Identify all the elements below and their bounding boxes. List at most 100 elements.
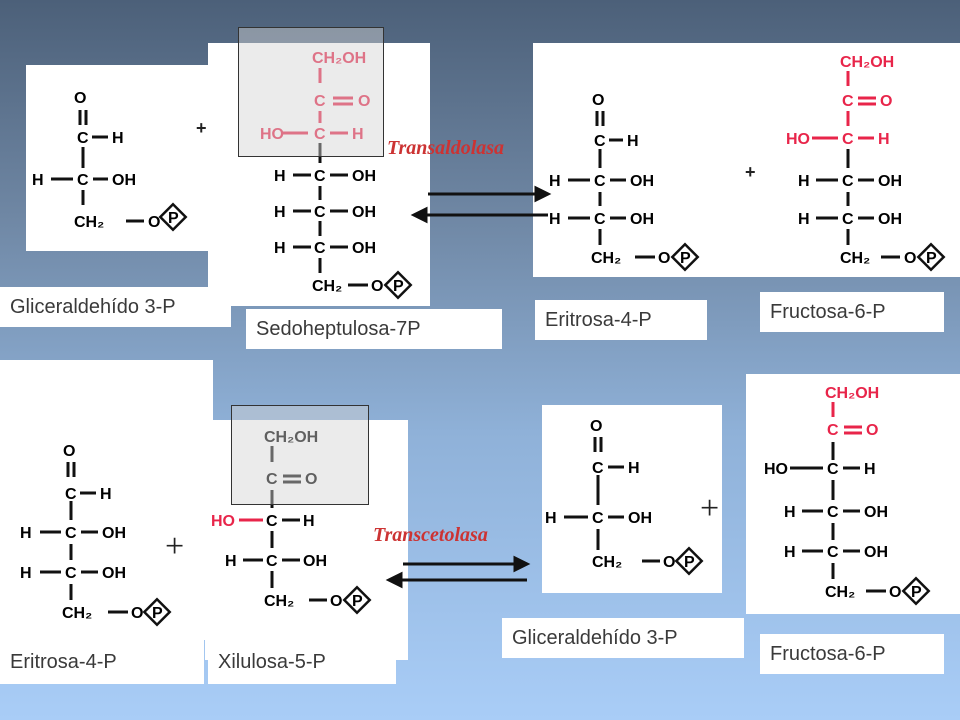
highlight-box-ketose-top bbox=[238, 27, 384, 157]
svg-text:HO: HO bbox=[786, 131, 810, 148]
svg-text:C: C bbox=[314, 240, 326, 257]
svg-text:O: O bbox=[148, 214, 160, 231]
svg-text:C: C bbox=[827, 461, 839, 478]
label-glyceraldehyde-3p-top: Gliceraldehído 3-P bbox=[0, 287, 231, 327]
label-xylulose-5p: Xilulosa-5-P bbox=[208, 640, 396, 684]
svg-text:C: C bbox=[592, 460, 604, 477]
svg-text:O: O bbox=[63, 443, 75, 460]
svg-text:P: P bbox=[684, 554, 695, 571]
svg-text:OH: OH bbox=[630, 173, 654, 190]
svg-text:OH: OH bbox=[864, 544, 888, 561]
svg-text:HO: HO bbox=[764, 461, 788, 478]
svg-text:CH₂: CH₂ bbox=[591, 250, 621, 267]
svg-text:O: O bbox=[658, 250, 670, 267]
svg-text:P: P bbox=[393, 278, 404, 295]
svg-text:O: O bbox=[305, 471, 317, 488]
equilibrium-arrows-top bbox=[410, 185, 552, 224]
enzyme-label-transcetolasa: Transcetolasa bbox=[373, 524, 488, 546]
label-sedoheptulose-7p: Sedoheptulosa-7P bbox=[246, 309, 502, 349]
svg-text:OH: OH bbox=[630, 211, 654, 228]
svg-text:C: C bbox=[314, 93, 326, 110]
plus-sign-top-left: + bbox=[196, 118, 207, 138]
label-glyceraldehyde-3p-bottom: Gliceraldehído 3-P bbox=[502, 618, 744, 658]
svg-text:O: O bbox=[904, 250, 916, 267]
svg-text:P: P bbox=[680, 250, 691, 267]
svg-text:H: H bbox=[784, 504, 796, 521]
svg-text:H: H bbox=[628, 460, 640, 477]
svg-text:H: H bbox=[878, 131, 890, 148]
svg-text:H: H bbox=[225, 553, 237, 570]
svg-text:O: O bbox=[880, 93, 892, 110]
svg-text:H: H bbox=[798, 173, 810, 190]
label-erythrose-4p-top: Eritrosa-4-P bbox=[535, 300, 707, 340]
svg-text:H: H bbox=[549, 211, 561, 228]
svg-text:H: H bbox=[549, 173, 561, 190]
svg-text:C: C bbox=[77, 172, 89, 189]
svg-text:O: O bbox=[74, 90, 86, 107]
svg-text:C: C bbox=[65, 565, 77, 582]
svg-text:P: P bbox=[152, 605, 163, 622]
label-erythrose-4p-bottom: Eritrosa-4-P bbox=[0, 640, 204, 684]
svg-text:H: H bbox=[274, 240, 286, 257]
svg-text:OH: OH bbox=[112, 172, 136, 189]
svg-text:OH: OH bbox=[102, 525, 126, 542]
svg-text:CH₂: CH₂ bbox=[74, 214, 104, 231]
svg-text:C: C bbox=[314, 204, 326, 221]
svg-text:P: P bbox=[926, 250, 937, 267]
svg-text:CH₂: CH₂ bbox=[264, 593, 294, 610]
svg-text:C: C bbox=[266, 513, 278, 530]
svg-text:H: H bbox=[100, 486, 112, 503]
svg-text:C: C bbox=[594, 211, 606, 228]
svg-text:H: H bbox=[798, 211, 810, 228]
svg-text:O: O bbox=[592, 92, 604, 109]
svg-text:C: C bbox=[314, 168, 326, 185]
svg-text:O: O bbox=[866, 422, 878, 439]
equilibrium-arrows-bottom bbox=[385, 555, 531, 589]
svg-text:H: H bbox=[20, 525, 32, 542]
svg-text:C: C bbox=[77, 130, 89, 147]
svg-text:H: H bbox=[112, 130, 124, 147]
plus-sign-bottom-left: + bbox=[165, 528, 185, 565]
svg-text:H: H bbox=[20, 565, 32, 582]
svg-text:C: C bbox=[65, 525, 77, 542]
svg-text:H: H bbox=[32, 172, 44, 189]
svg-text:OH: OH bbox=[352, 168, 376, 185]
svg-text:CH₂OH: CH₂OH bbox=[312, 50, 366, 67]
svg-text:H: H bbox=[627, 133, 639, 150]
svg-text:C: C bbox=[65, 486, 77, 503]
svg-text:H: H bbox=[864, 461, 876, 478]
svg-text:CH₂: CH₂ bbox=[840, 250, 870, 267]
svg-text:O: O bbox=[663, 554, 675, 571]
svg-text:C: C bbox=[842, 93, 854, 110]
svg-text:CH₂: CH₂ bbox=[592, 554, 622, 571]
svg-text:C: C bbox=[842, 211, 854, 228]
label-fructose-6p-top: Fructosa-6-P bbox=[760, 292, 944, 332]
svg-text:OH: OH bbox=[352, 240, 376, 257]
svg-text:C: C bbox=[314, 126, 326, 143]
svg-text:H: H bbox=[545, 510, 557, 527]
svg-text:OH: OH bbox=[352, 204, 376, 221]
svg-text:H: H bbox=[784, 544, 796, 561]
svg-text:CH₂OH: CH₂OH bbox=[825, 385, 879, 402]
svg-text:C: C bbox=[842, 131, 854, 148]
panel-xylulose bbox=[205, 420, 408, 660]
svg-text:O: O bbox=[330, 593, 342, 610]
svg-text:C: C bbox=[594, 133, 606, 150]
svg-text:P: P bbox=[911, 584, 922, 601]
svg-text:H: H bbox=[274, 204, 286, 221]
svg-text:CH₂: CH₂ bbox=[825, 584, 855, 601]
svg-text:HO: HO bbox=[211, 513, 235, 530]
svg-text:OH: OH bbox=[878, 173, 902, 190]
svg-text:O: O bbox=[889, 584, 901, 601]
svg-text:C: C bbox=[827, 504, 839, 521]
svg-text:OH: OH bbox=[628, 510, 652, 527]
svg-text:C: C bbox=[827, 422, 839, 439]
svg-text:CH₂OH: CH₂OH bbox=[840, 54, 894, 71]
svg-text:C: C bbox=[592, 510, 604, 527]
svg-text:OH: OH bbox=[102, 565, 126, 582]
